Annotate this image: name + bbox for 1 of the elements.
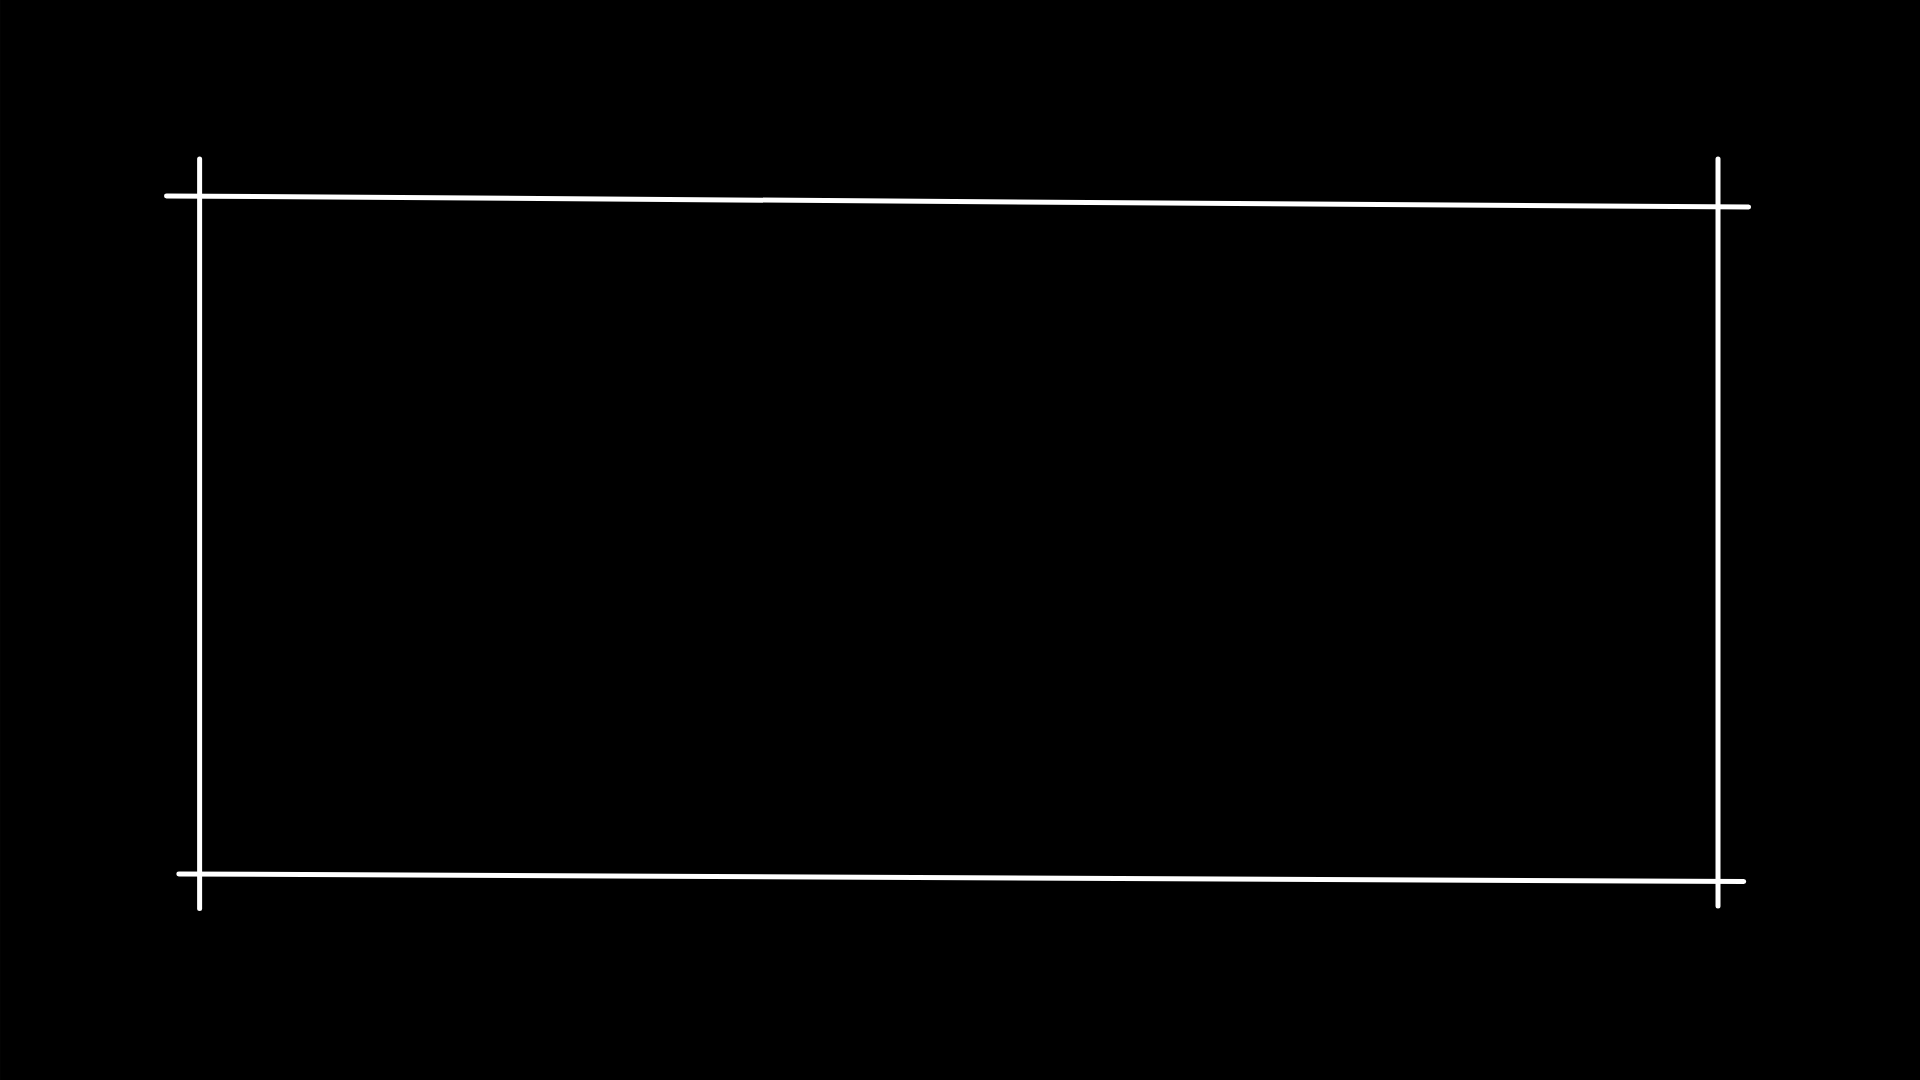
- frame-box: [164, 156, 1752, 912]
